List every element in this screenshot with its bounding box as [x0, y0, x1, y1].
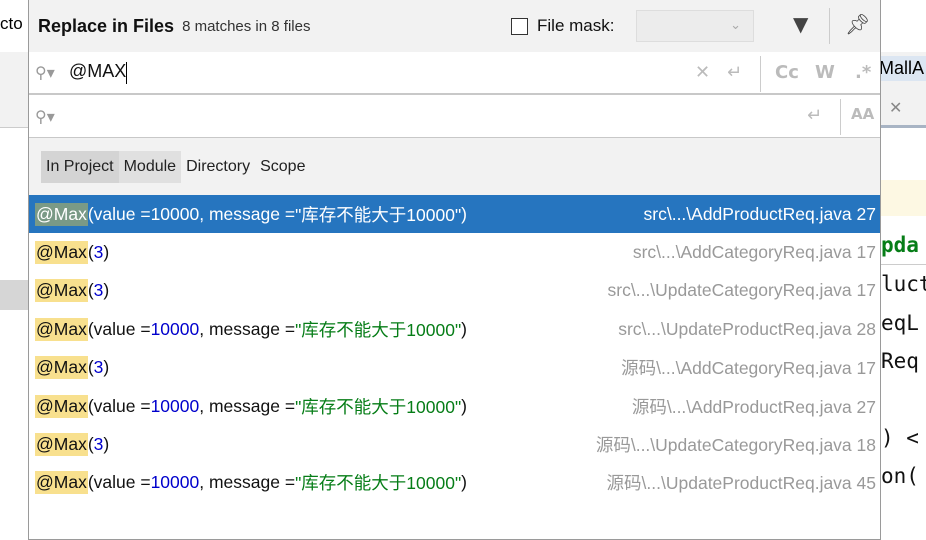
scope-tabs: In Project Module Directory Scope — [29, 138, 880, 195]
code-token: ) — [103, 434, 110, 455]
code-token: , message = — [199, 472, 296, 493]
clear-icon[interactable]: ✕ — [695, 62, 711, 83]
whole-words-toggle[interactable]: W — [815, 62, 835, 83]
code-token: ( — [87, 280, 94, 301]
code-token: 10000 — [150, 472, 200, 493]
code-token: 3 — [93, 280, 104, 301]
search-history-icon[interactable]: ⚲▾ — [35, 63, 55, 82]
result-file: 源码\...\UpdateProductReq.java 45 — [606, 473, 876, 494]
code-token: ) — [461, 472, 467, 493]
code-token: 10000 — [150, 395, 200, 416]
match-highlight: @Max — [35, 433, 88, 457]
result-row[interactable]: @Max(3) src\...\AddCategoryReq.java 17 — [29, 233, 880, 271]
editor-tab[interactable]: MallA — [881, 56, 926, 81]
code-token: , message = — [199, 318, 296, 339]
code-token: "库存不能大于10000" — [295, 204, 462, 225]
code-line: Req — [881, 349, 919, 374]
code-token: 3 — [93, 434, 104, 455]
scope-custom[interactable]: Scope — [260, 157, 306, 175]
code-token: (value = — [87, 472, 151, 493]
file-mask-label: File mask: — [537, 16, 615, 35]
match-highlight: @Max — [35, 279, 88, 303]
code-token: "库存不能大于10000" — [295, 473, 462, 494]
editor-background-left: cto — [0, 0, 28, 540]
dialog-title: Replace in Files — [38, 15, 175, 36]
newline-icon[interactable]: ↵ — [807, 105, 823, 126]
code-line: eqL — [881, 310, 919, 335]
code-token: ( — [87, 434, 94, 455]
dialog-header[interactable]: Replace in Files 8 matches in 8 files Fi… — [29, 0, 880, 52]
toolbar-strip — [0, 52, 28, 128]
code-token: "库存不能大于10000" — [295, 319, 462, 340]
match-highlight: @Max — [35, 394, 88, 418]
result-file: 源码\...\AddProductReq.java 27 — [631, 396, 876, 417]
code-token: ) — [461, 395, 467, 416]
code-token: (value = — [87, 203, 151, 224]
result-row[interactable]: @Max(3) src\...\UpdateCategoryReq.java 17 — [29, 272, 880, 310]
result-row[interactable]: @Max(3) 源码\...\UpdateCategoryReq.java 18 — [29, 425, 880, 463]
replace-row: ⚲▾ ↵ AA — [29, 95, 880, 138]
match-highlight: @Max — [35, 356, 88, 380]
results-list: @Max(value = 10000, message = "库存不能大于100… — [29, 195, 880, 502]
code-token: 10000 — [150, 203, 200, 224]
replace-history-icon[interactable]: ⚲▾ — [35, 106, 55, 126]
replace-in-files-dialog: Replace in Files 8 matches in 8 files Fi… — [28, 0, 881, 540]
close-tab-icon[interactable]: ✕ — [889, 98, 903, 117]
code-token: 3 — [93, 242, 104, 263]
code-token: ) — [461, 203, 467, 224]
checkbox-icon[interactable] — [511, 17, 528, 35]
result-file: src\...\UpdateCategoryReq.java 17 — [607, 280, 876, 301]
code-token: , message = — [199, 203, 296, 224]
code-token: 10000 — [150, 318, 200, 339]
match-highlight: @Max — [35, 471, 88, 495]
result-row[interactable]: @Max(value = 10000, message = "库存不能大于100… — [29, 464, 880, 502]
code-line: luct — [881, 272, 926, 297]
result-file: 源码\...\UpdateCategoryReq.java 18 — [595, 435, 876, 456]
match-summary: 8 matches in 8 files — [182, 17, 311, 35]
result-row[interactable]: @Max(3) 源码\...\AddCategoryReq.java 17 — [29, 349, 880, 387]
result-row[interactable]: @Max(value = 10000, message = "库存不能大于100… — [29, 195, 880, 234]
regex-toggle[interactable]: .* — [855, 62, 872, 83]
result-file: src\...\AddCategoryReq.java 17 — [632, 242, 876, 263]
match-highlight: @Max — [35, 317, 88, 341]
pin-icon[interactable]: 📌︎ — [845, 12, 871, 36]
result-file: src\...\AddProductReq.java 27 — [643, 203, 876, 224]
scope-in-project[interactable]: In Project — [41, 150, 119, 183]
code-token: ) — [103, 280, 110, 301]
result-row[interactable]: @Max(value = 10000, message = "库存不能大于100… — [29, 387, 880, 425]
match-case-toggle[interactable]: Cc — [775, 62, 799, 83]
scope-directory[interactable]: Directory — [186, 157, 251, 175]
code-line: ) < — [881, 426, 919, 451]
find-row: ⚲▾ @MAX ✕ ↵ Cc W .* — [29, 52, 880, 95]
code-token: ) — [103, 242, 110, 263]
code-token: (value = — [87, 395, 151, 416]
code-token: ( — [87, 242, 94, 263]
code-token: ) — [103, 357, 110, 378]
code-token: , message = — [199, 395, 296, 416]
filter-icon[interactable]: ▼ — [793, 12, 809, 36]
code-line: on( — [881, 464, 919, 489]
newline-icon[interactable]: ↵ — [727, 62, 743, 83]
editor-background-right: MallA ✕ pda luct eqL Req ) < on( — [881, 0, 926, 540]
file-mask-checkbox[interactable]: File mask: — [511, 16, 614, 36]
result-file: 源码\...\AddCategoryReq.java 17 — [621, 358, 876, 379]
result-file: src\...\UpdateProductReq.java 28 — [618, 318, 876, 339]
code-token: 3 — [93, 357, 104, 378]
file-mask-dropdown[interactable]: ⌄ — [636, 10, 754, 42]
preserve-case-icon[interactable]: AA — [851, 105, 875, 123]
chevron-down-icon: ⌄ — [730, 18, 741, 33]
match-highlight: @Max — [35, 241, 88, 265]
scope-module[interactable]: Module — [118, 150, 182, 183]
tab-fragment: cto — [0, 14, 23, 33]
code-token: ( — [87, 357, 94, 378]
code-token: (value = — [87, 318, 151, 339]
find-input[interactable]: @MAX — [69, 61, 128, 84]
code-token: ) — [461, 318, 467, 339]
code-line: pda — [881, 226, 926, 266]
result-row[interactable]: @Max(value = 10000, message = "库存不能大于100… — [29, 310, 880, 348]
match-highlight: @Max — [35, 202, 88, 226]
code-token: "库存不能大于10000" — [295, 396, 462, 417]
selected-tree-row — [0, 280, 28, 310]
